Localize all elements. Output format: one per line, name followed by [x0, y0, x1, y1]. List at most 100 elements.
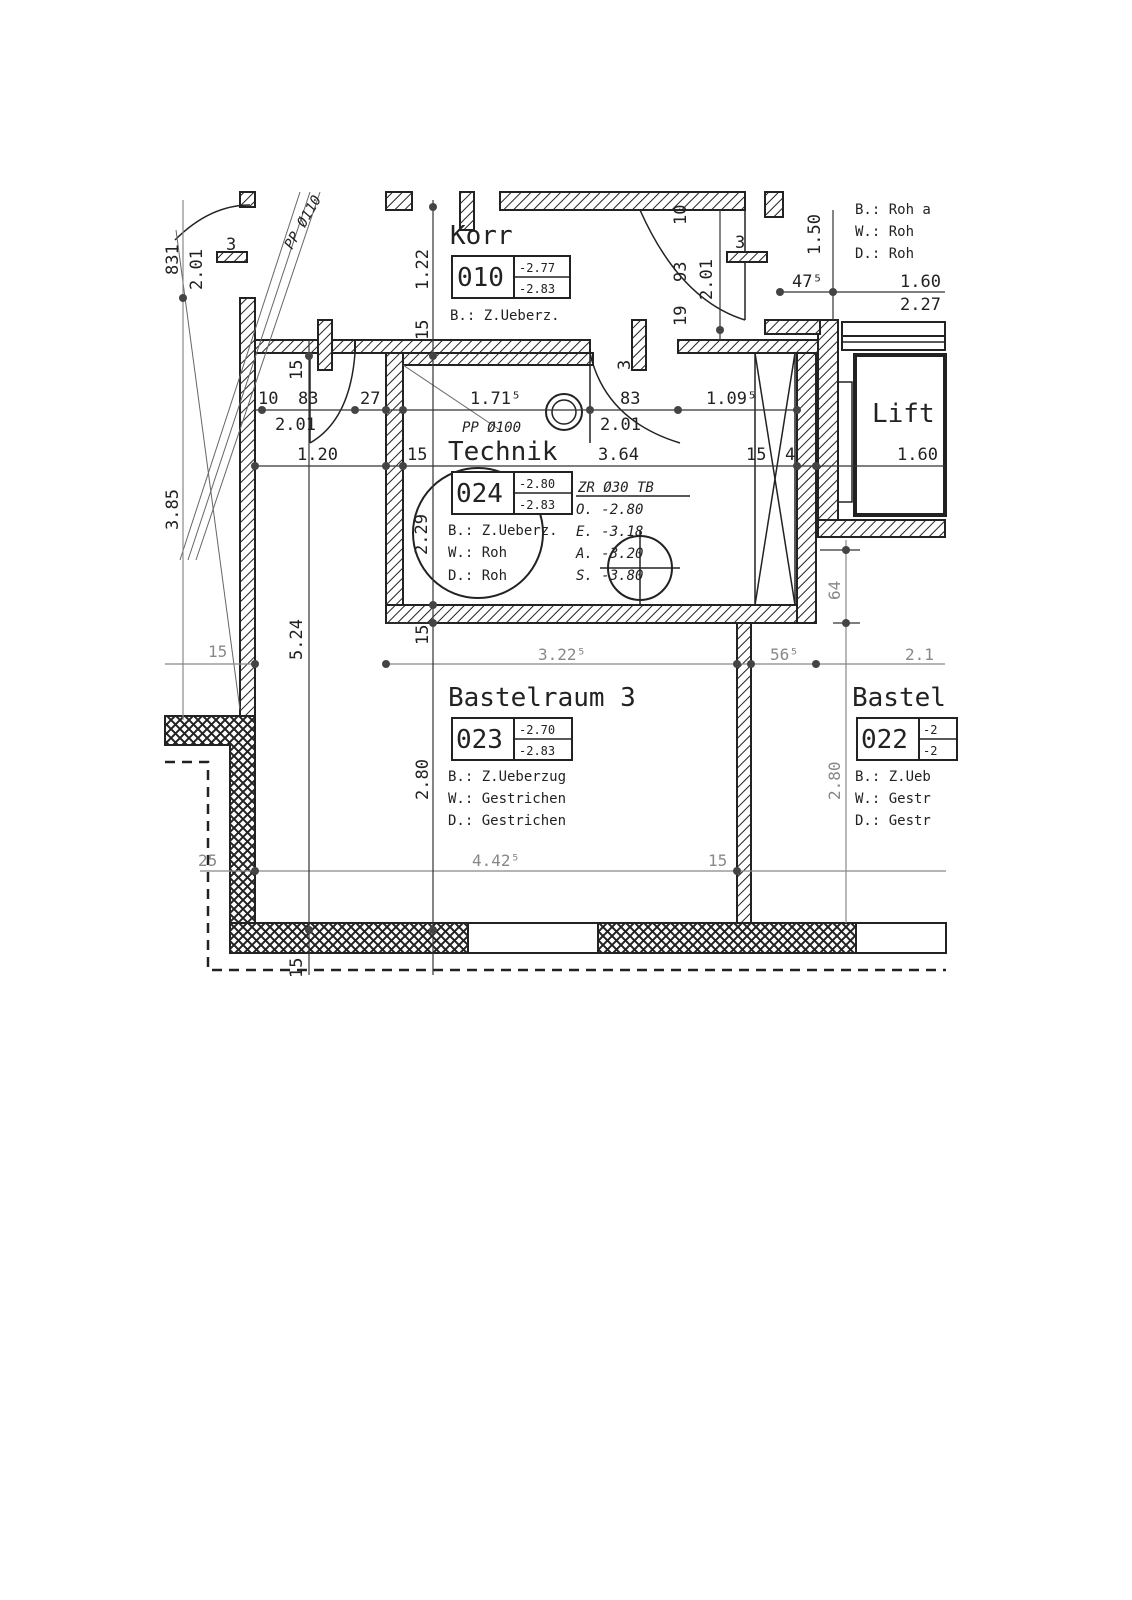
room-w-bastel3: W.: Gestrichen [448, 791, 566, 807]
room-w-technik: W.: Roh [448, 545, 507, 561]
spec-zr-s: S. -3.80 [576, 568, 643, 584]
wall-top-top-d [239, 191, 256, 208]
dim-3-a: 3 [226, 235, 236, 255]
room-d-technik: D.: Roh [448, 568, 507, 584]
room-b-bastel-right: B.: Z.Ueb [855, 769, 931, 785]
door-swing-korr [639, 209, 746, 321]
room-height2-technik: -2.83 [519, 498, 555, 512]
dim-122: 1.22 [413, 249, 433, 290]
wall-left [239, 297, 256, 721]
room-number-bastel3: 023 [456, 725, 503, 755]
dim-150: 1.50 [805, 214, 825, 255]
wall-stubs [216, 191, 768, 371]
walls [164, 191, 947, 954]
dim-64: 64 [825, 581, 844, 600]
circles [412, 393, 680, 605]
wall-lift-bottom [817, 519, 946, 538]
vertical-dimensions: 831 2.01 1.22 15 15 93 2.01 19 10 1.50 3… [163, 205, 844, 978]
wall-technik-left [385, 352, 404, 624]
pipe-pp100 [545, 393, 583, 431]
wall-top-right-a [677, 339, 819, 354]
dim-280-a: 2.80 [413, 759, 433, 800]
dim-1715: 1.71⁵ [470, 389, 521, 409]
wall-outer-bottom-b [597, 922, 857, 954]
dim-160-a: 1.60 [900, 272, 941, 292]
dim-15-b: 15 [287, 360, 307, 380]
dim-15-4: 15 [746, 445, 766, 465]
room-height1-bastel-right: -2 [923, 723, 937, 737]
room-number-korr: 010 [457, 263, 504, 293]
dim-524: 5.24 [287, 619, 307, 660]
spec-pp100: PP Ø100 [462, 420, 521, 436]
wall-top-left-b [354, 339, 591, 354]
dim-25: 25 [198, 851, 217, 870]
room-name-korr: Korr [450, 221, 513, 251]
dim-385: 3.85 [163, 489, 183, 530]
dim-3225: 3.22⁵ [538, 645, 586, 664]
dim-364: 3.64 [598, 445, 639, 465]
window-bottom [467, 922, 599, 954]
room-b-bastel3: B.: Z.Ueberzug [448, 769, 566, 785]
dim-201-a: 2.01 [187, 249, 207, 290]
dim-120: 1.20 [297, 445, 338, 465]
shaft-cross [754, 352, 796, 606]
room-w-top-right: W.: Roh [855, 224, 914, 240]
room-height1-technik: -2.80 [519, 477, 555, 491]
dim-21: 2.1 [905, 645, 934, 664]
manhole-technik-large [412, 467, 544, 599]
dim-27: 27 [360, 389, 380, 409]
room-name-bastel3: Bastelraum 3 [448, 683, 636, 713]
dim-93: 93 [671, 262, 691, 282]
wall-top-top-a [385, 191, 413, 211]
wall-technik-inner [402, 352, 594, 366]
dim-831: 831 [163, 244, 183, 275]
window-bottom-right [855, 922, 947, 954]
room-b-technik: B.: Z.Ueberz. [448, 523, 558, 539]
room-d-bastel3: D.: Gestrichen [448, 813, 566, 829]
dim-83-b: 83 [620, 389, 640, 409]
room-height1-korr: -2.77 [519, 261, 555, 275]
room-height1-bastel3: -2.70 [519, 723, 555, 737]
dim-201-d: 2.01 [600, 415, 641, 435]
wall-outer-left [164, 715, 256, 924]
dim-15-c: 15 [407, 445, 427, 465]
dim-565: 56⁵ [770, 645, 799, 664]
spec-zr-a: A. -3.20 [575, 546, 643, 562]
room-height2-bastel3: -2.83 [519, 744, 555, 758]
dim-4425: 4.42⁵ [472, 851, 520, 870]
door-swing-technik-left [309, 352, 356, 444]
dim-15-f: 15 [708, 851, 727, 870]
dim-15-d: 15 [413, 625, 433, 645]
room-name-technik: Technik [448, 437, 558, 467]
lift-car [837, 321, 947, 517]
wall-technik-right [796, 352, 817, 624]
dim-3-b: 3 [735, 233, 745, 253]
spec-zr-e: E. -3.18 [576, 524, 643, 540]
wall-top-top-b [499, 191, 746, 211]
room-w-bastel-right: W.: Gestr [855, 791, 931, 807]
dim-227: 2.27 [900, 295, 941, 315]
wall-bastel-divider [736, 622, 752, 924]
room-b-korr: B.: Z.Ueberz. [450, 308, 560, 324]
room-d-top-right: D.: Roh [855, 246, 914, 262]
door-swing-top-left [174, 204, 251, 241]
dim-475: 47⁵ [792, 272, 823, 292]
dim-229: 2.29 [412, 514, 432, 555]
dim-10-a: 10 [671, 205, 691, 225]
room-name-lift: Lift [872, 399, 935, 429]
outline-dashed [165, 760, 946, 972]
dim-15-g: 15 [287, 958, 307, 978]
dim-3-c: 3 [615, 360, 635, 370]
wall-lift-top [764, 319, 821, 335]
dim-19: 19 [671, 306, 691, 326]
dim-4: 4 [785, 445, 795, 465]
room-height2-korr: -2.83 [519, 282, 555, 296]
spec-zr: ZR Ø30 TB [577, 480, 654, 496]
dim-201-b: 2.01 [697, 259, 717, 300]
wall-technik-bottom [385, 604, 817, 624]
room-number-bastel-right: 022 [861, 725, 908, 755]
room-number-technik: 024 [456, 479, 503, 509]
dim-109: 1.09⁵ [706, 389, 757, 409]
wall-lift-left [817, 319, 839, 536]
